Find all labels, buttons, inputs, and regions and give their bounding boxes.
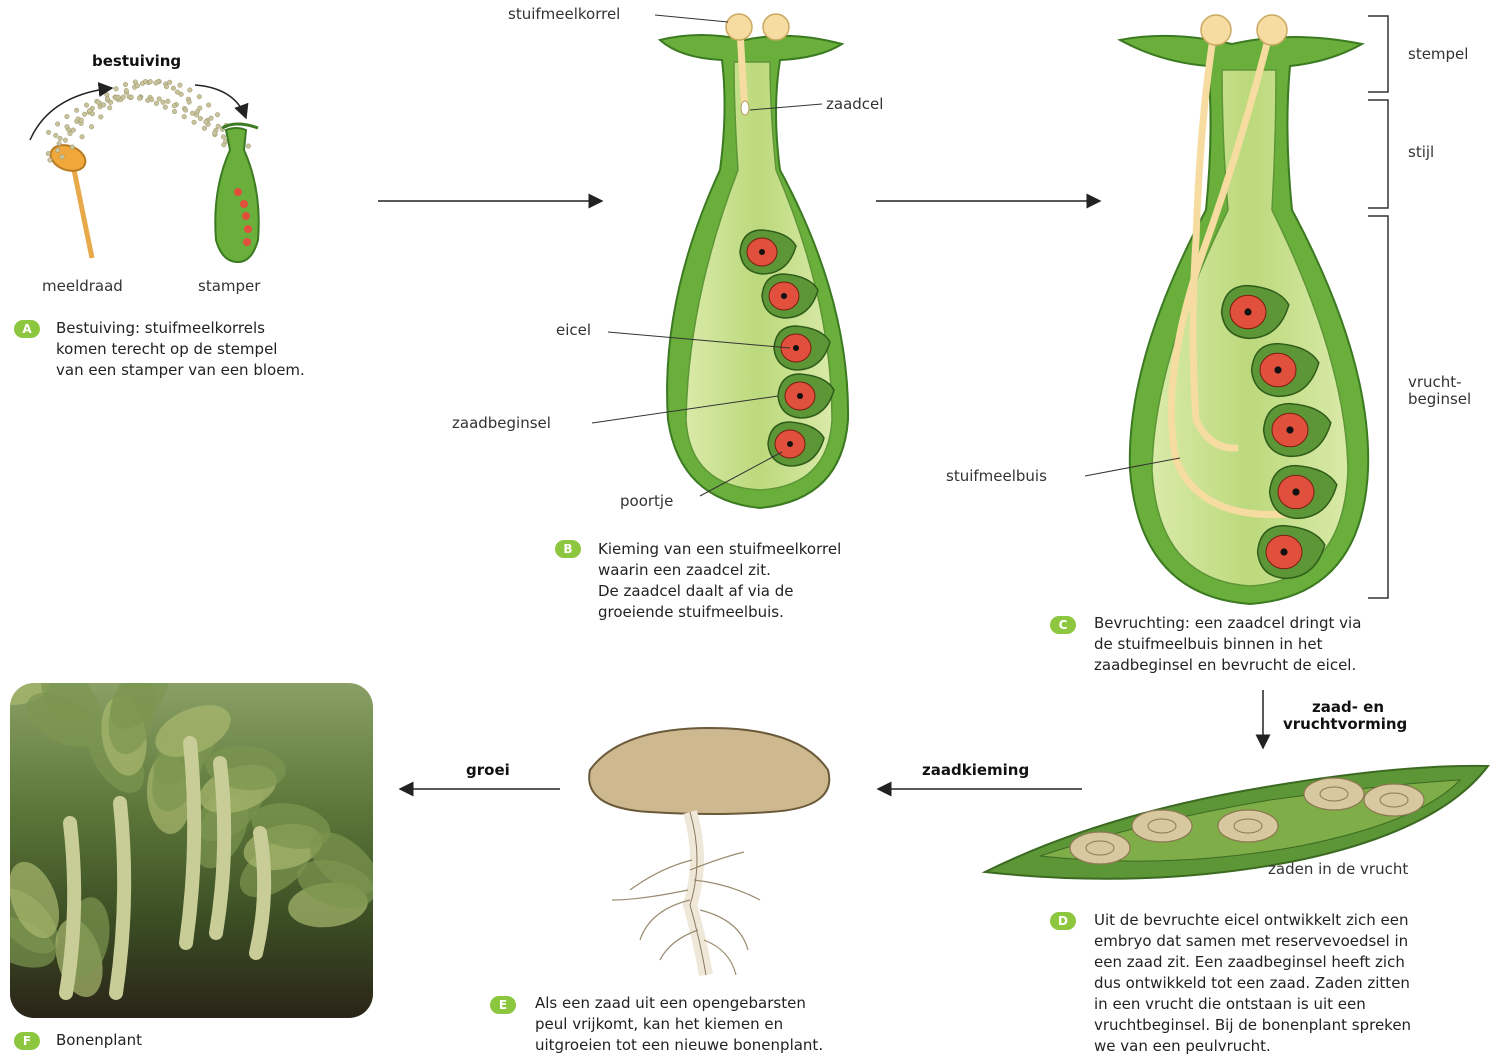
bestuiving-arrow-right [195,85,246,118]
caption-e-line: Als een zaad uit een opengebarsten [535,993,823,1014]
leader-stuifmeelkorrel [655,15,728,22]
caption-f-line: Bonenplant [56,1030,142,1051]
badge-e: E [490,996,516,1014]
caption-a-line: Bestuiving: stuifmeelkorrels [56,318,305,339]
label-zaad-en-2: vruchtvorming [1283,715,1407,734]
label-bestuiving: bestuiving [92,52,181,71]
label-groei: groei [466,761,510,780]
bracket-vruchtbeginsel [1368,216,1388,598]
label-zaadcel: zaadcel [826,95,883,114]
bean-plant-illustration [10,683,373,1018]
caption-b-line: De zaadcel daalt af via de [598,581,841,602]
caption-c-line: zaadbeginsel en bevrucht de eicel. [1094,655,1361,676]
caption-d-line: een zaad zit. Een zaadbeginsel heeft zic… [1094,952,1411,973]
badge-a: A [14,320,40,338]
label-zaden-in-de-vrucht: zaden in de vrucht [1268,860,1408,879]
label-zaadbeginsel: zaadbeginsel [452,414,551,433]
stamen [47,141,92,258]
label-poortje: poortje [620,492,673,511]
caption-a-line: van een stamper van een bloem. [56,360,305,381]
caption-f: Bonenplant [56,1030,142,1051]
label-stamper: stamper [198,277,260,296]
pea-pod [985,766,1488,879]
caption-d-line: embryo dat samen met reservevoedsel in [1094,931,1411,952]
caption-d-line: vruchtbeginsel. Bij de bonenplant spreke… [1094,1015,1411,1036]
caption-a: Bestuiving: stuifmeelkorrels komen terec… [56,318,305,381]
label-stuifmeelkorrel: stuifmeelkorrel [508,5,620,24]
label-stuifmeelbuis: stuifmeelbuis [946,467,1047,486]
caption-c-line: de stuifmeelbuis binnen in het [1094,634,1361,655]
caption-e-line: peul vrijkomt, kan het kiemen en [535,1014,823,1035]
caption-e-line: uitgroeien tot een nieuwe bonenplant. [535,1035,823,1056]
label-vruchtbeginsel-2: beginsel [1408,390,1471,409]
caption-d-line: Uit de bevruchte eicel ontwikkelt zich e… [1094,910,1411,931]
label-stijl: stijl [1408,143,1434,162]
caption-e: Als een zaad uit een opengebarsten peul … [535,993,823,1056]
caption-b-line: groeiende stuifmeelbuis. [598,602,841,623]
badge-d: D [1050,912,1076,930]
caption-c-line: Bevruchting: een zaadcel dringt via [1094,613,1361,634]
bracket-stempel [1368,16,1388,92]
label-zaadkieming: zaadkieming [922,761,1029,780]
badge-f: F [14,1032,40,1050]
bracket-stijl [1368,100,1388,208]
label-eicel: eicel [556,321,591,340]
caption-b: Kieming van een stuifmeelkorrel waarin e… [598,539,841,623]
caption-d-line: in een vrucht die ontstaan is uit een [1094,994,1411,1015]
caption-d-line: dus ontwikkeld tot een zaad. Zaden zitte… [1094,973,1411,994]
caption-d: Uit de bevruchte eicel ontwikkelt zich e… [1094,910,1411,1057]
caption-b-line: Kieming van een stuifmeelkorrel [598,539,841,560]
badge-b: B [555,540,581,558]
badge-c: C [1050,616,1076,634]
germinating-seed [589,728,829,975]
caption-c: Bevruchting: een zaadcel dringt via de s… [1094,613,1361,676]
caption-a-line: komen terecht op de stempel [56,339,305,360]
bean-plant-photo [10,683,373,1018]
caption-b-line: waarin een zaadcel zit. [598,560,841,581]
label-stempel: stempel [1408,45,1468,64]
label-meeldraad: meeldraad [42,277,123,296]
